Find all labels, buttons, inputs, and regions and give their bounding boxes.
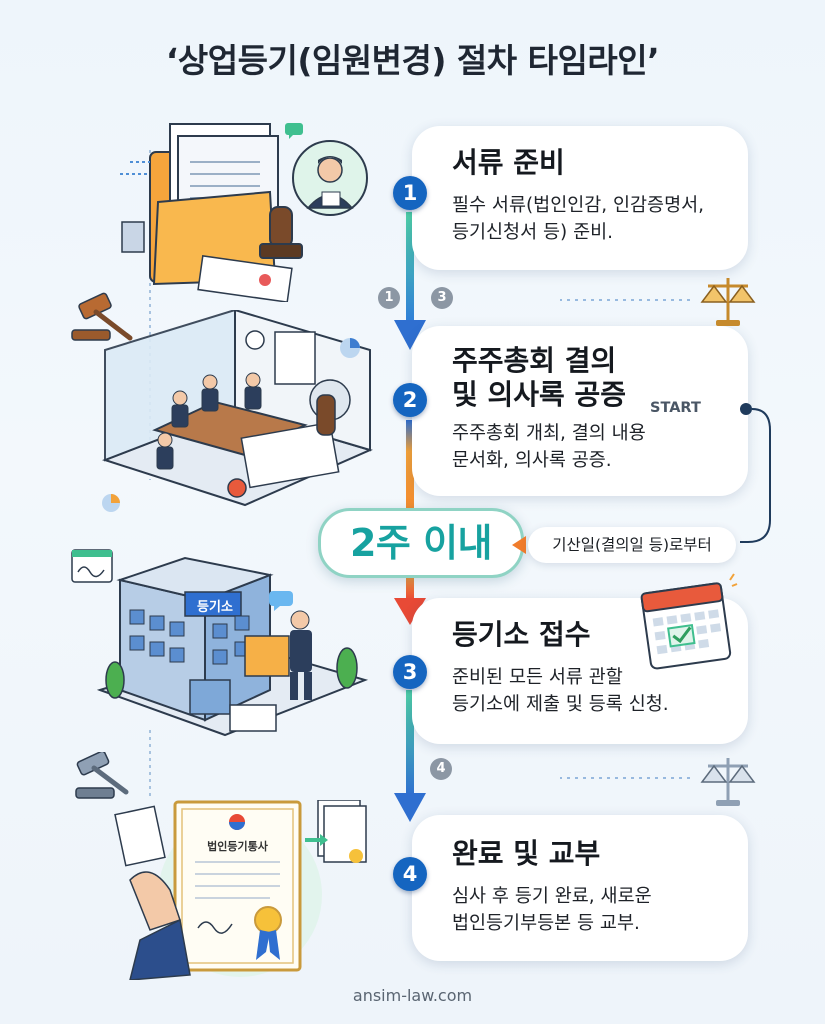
step-card-1: 서류 준비 필수 서류(법인인감, 인감증명서, 등기신청서 등) 준비. (412, 126, 748, 270)
signature-icon (71, 549, 113, 583)
chart-icon-small (102, 494, 120, 512)
registry-sign: 등기소 (197, 600, 233, 615)
step-3-badge: 3 (393, 655, 427, 689)
calendar-icon (640, 573, 738, 670)
gavel-icon (71, 292, 133, 341)
step-2-title: 주주총회 결의 및 의사록 공증 (452, 344, 627, 411)
step-1-desc: 필수 서류(법인인감, 인감증명서, 등기신청서 등) 준비. (452, 195, 705, 243)
mini-badge-1: 1 (378, 287, 400, 309)
folder-icon (120, 123, 303, 302)
deadline-pill: 2주 이내 (318, 508, 524, 578)
step-3-title: 등기소 접수 (452, 618, 591, 651)
building-icon (96, 556, 369, 737)
mini-badge-3: 3 (431, 287, 453, 309)
start-label: START (650, 400, 701, 416)
arrow-2-shaft (406, 420, 414, 510)
step-4-title: 완료 및 교부 (452, 837, 601, 870)
mini-badge-4: 4 (430, 758, 452, 780)
step-2-badge: 2 (393, 383, 427, 417)
chart-icon (340, 338, 360, 358)
deadline-note-arrow (512, 536, 526, 554)
page-title: ‘상업등기(임원변경) 절차 타임라인’ (165, 41, 660, 80)
step-card-4: 완료 및 교부 심사 후 등기 완료, 새로운 법인등기부등본 등 교부. (412, 815, 748, 961)
arrow-1-head (394, 320, 426, 350)
arrow-3-head (394, 598, 426, 625)
step-1-badge: 1 (393, 176, 427, 210)
scale-icon (700, 278, 756, 326)
step-3-desc: 준비된 모든 서류 관할 등기소에 제출 및 등록 신청. (452, 667, 669, 715)
step-1-title: 서류 준비 (452, 146, 565, 179)
deadline-note: 기산일(결의일 등)로부터 (528, 527, 736, 563)
certificate-icon (114, 800, 367, 980)
arrow-1-shaft (406, 212, 414, 322)
chat-icon (285, 123, 303, 139)
person-avatar-icon (292, 140, 368, 216)
scale-icon-2 (700, 758, 756, 806)
step-card-3: 등기소 접수 준비된 모든 서류 관할 등기소에 제출 및 등록 신청. (412, 598, 748, 744)
meeting-room-icon (101, 310, 373, 507)
step-2-desc: 주주총회 개최, 결의 내용 문서화, 의사록 공증. (452, 423, 646, 471)
arrow-4-shaft (406, 690, 414, 796)
arrow-3-shaft (406, 572, 414, 600)
stamp-icon (259, 206, 303, 259)
start-dot (740, 403, 752, 415)
step-4-desc: 심사 후 등기 완료, 새로운 법인등기부등본 등 교부. (452, 886, 652, 934)
arrow-4-head (394, 793, 426, 822)
gavel-icon-2 (75, 752, 129, 799)
start-connector (740, 408, 771, 543)
chat-icon-2 (269, 591, 293, 611)
step-4-badge: 4 (393, 857, 427, 891)
step-card-2: 주주총회 결의 및 의사록 공증 주주총회 개최, 결의 내용 문서화, 의사록… (412, 326, 748, 496)
footer-website: ansim-law.com (352, 986, 473, 1005)
certificate-title: 법인등기통사 (207, 840, 268, 853)
